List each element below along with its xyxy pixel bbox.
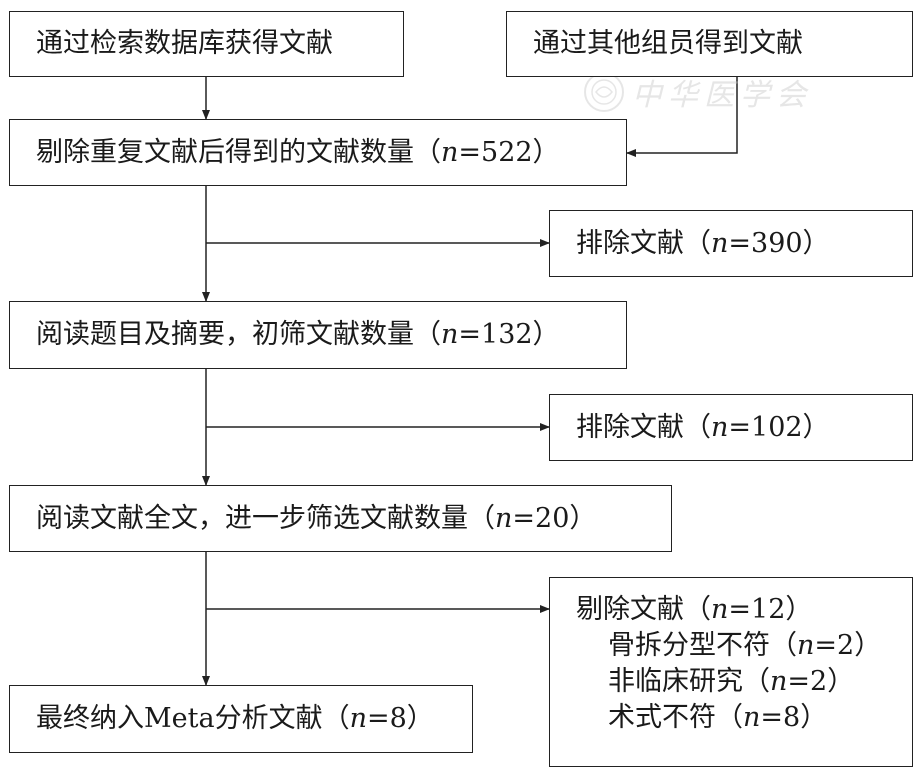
exclude-1-n: n <box>711 227 729 259</box>
box-search-database: 通过检索数据库获得文献 <box>9 11 404 77</box>
final-value: =8） <box>366 703 434 734</box>
fulltext-prefix: 阅读文献全文，进一步筛选文献数量（ <box>36 502 495 534</box>
exclude-2-value: =102） <box>728 411 830 443</box>
box-after-dedup: 剔除重复文献后得到的文献数量（n=522） <box>9 119 627 186</box>
after-dedup-prefix: 剔除重复文献后得到的文献数量（ <box>36 136 441 168</box>
box-exclude-2: 排除文献（n=102） <box>549 394 913 461</box>
box-search-database-text: 通过检索数据库获得文献 <box>36 28 333 59</box>
exclude-3-title: 剔除文献（n=12） <box>576 594 813 625</box>
box-final: 最终纳入Meta分析文献（n=8） <box>9 685 473 753</box>
after-dedup-n: n <box>441 136 459 168</box>
box-exclude-3: 剔除文献（n=12） 骨拆分型不符（n=2） 非临床研究（n=2） 术式不符（n… <box>549 577 913 767</box>
screen-title-prefix: 阅读题目及摘要，初筛文献数量（ <box>36 319 441 350</box>
box-exclude-1: 排除文献（n=390） <box>549 210 913 277</box>
arrow-members-to-dedup <box>626 77 738 157</box>
screen-title-value: =132） <box>458 319 560 350</box>
screen-title-n: n <box>441 319 459 350</box>
exclude-2-n: n <box>711 411 729 443</box>
box-other-members: 通过其他组员得到文献 <box>506 11 913 77</box>
box-fulltext: 阅读文献全文，进一步筛选文献数量（n=20） <box>9 485 672 552</box>
box-other-members-text: 通过其他组员得到文献 <box>533 28 803 59</box>
exclude-3-reason: 骨拆分型不符（n=2） <box>608 630 882 661</box>
exclude-1-prefix: 排除文献（ <box>576 227 711 259</box>
fulltext-value: =20） <box>512 502 597 534</box>
exclude-1-value: =390） <box>728 227 830 259</box>
box-screen-title: 阅读题目及摘要，初筛文献数量（n=132） <box>9 301 627 369</box>
fulltext-n: n <box>495 502 513 534</box>
watermark: 中华医学会 <box>582 70 812 114</box>
exclude-3-reason: 术式不符（n=8） <box>608 702 828 733</box>
exclude-3-reason: 非临床研究（n=2） <box>608 666 855 697</box>
final-prefix: 最终纳入Meta分析文献（ <box>36 703 350 734</box>
after-dedup-value: =522） <box>458 136 560 168</box>
exclude-2-prefix: 排除文献（ <box>576 411 711 443</box>
final-n: n <box>349 703 367 734</box>
watermark-text: 中华医学会 <box>632 78 812 113</box>
